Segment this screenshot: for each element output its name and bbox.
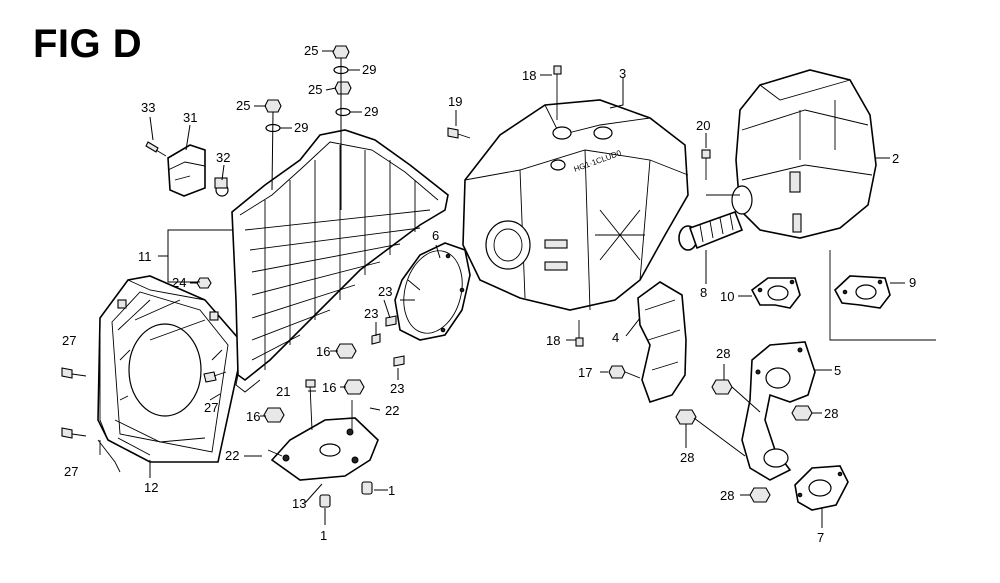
callout-31: 31 bbox=[183, 110, 197, 125]
callout-24: 24 bbox=[172, 275, 186, 290]
callout-23: 23 bbox=[378, 284, 392, 299]
callout-4: 4 bbox=[612, 330, 619, 345]
callout-28: 28 bbox=[716, 346, 730, 361]
callout-27: 27 bbox=[64, 464, 78, 479]
part-7-gasket bbox=[794, 465, 849, 511]
callout-16: 16 bbox=[246, 409, 260, 424]
callout-22: 22 bbox=[385, 403, 399, 418]
callout-29: 29 bbox=[294, 120, 308, 135]
callout-18: 18 bbox=[546, 333, 560, 348]
part-2-fan-cover bbox=[731, 69, 877, 239]
figure-title: FIG D bbox=[33, 22, 143, 66]
callout-12: 12 bbox=[144, 480, 158, 495]
part-6-duct bbox=[394, 242, 471, 341]
callout-22: 22 bbox=[225, 448, 239, 463]
callout-6: 6 bbox=[432, 228, 439, 243]
callout-3: 3 bbox=[619, 66, 626, 81]
part-8-shaft bbox=[678, 210, 744, 251]
callout-29: 29 bbox=[362, 62, 376, 77]
callout-23: 23 bbox=[390, 381, 404, 396]
part-11-inner-panel bbox=[231, 129, 449, 393]
callout-28: 28 bbox=[720, 488, 734, 503]
callout-25: 25 bbox=[308, 82, 322, 97]
part-10-gasket bbox=[750, 277, 801, 309]
callout-5: 5 bbox=[834, 363, 841, 378]
part-9-gasket bbox=[834, 275, 891, 309]
part-4-guard bbox=[637, 281, 687, 403]
callout-8: 8 bbox=[700, 285, 707, 300]
callout-21: 21 bbox=[276, 384, 290, 399]
callout-25: 25 bbox=[236, 98, 250, 113]
callout-28: 28 bbox=[680, 450, 694, 465]
callout-28: 28 bbox=[824, 406, 838, 421]
callout-19: 19 bbox=[448, 94, 462, 109]
callout-17: 17 bbox=[578, 365, 592, 380]
callout-labels: 33 31 32 25 29 25 29 25 29 11 24 27 27 2… bbox=[62, 43, 916, 545]
callout-18: 18 bbox=[522, 68, 536, 83]
callout-27: 27 bbox=[204, 400, 218, 415]
callout-2: 2 bbox=[892, 151, 899, 166]
part-13-base-plate bbox=[270, 417, 379, 508]
callout-13: 13 bbox=[292, 496, 306, 511]
callout-11: 11 bbox=[138, 249, 152, 264]
callout-16: 16 bbox=[316, 344, 330, 359]
callout-27: 27 bbox=[62, 333, 76, 348]
callout-25: 25 bbox=[304, 43, 318, 58]
callout-33: 33 bbox=[141, 100, 155, 115]
leader-lines bbox=[149, 50, 905, 528]
callout-9: 9 bbox=[909, 275, 916, 290]
callout-7: 7 bbox=[817, 530, 824, 545]
callout-1: 1 bbox=[320, 528, 327, 543]
callout-10: 10 bbox=[720, 289, 734, 304]
callout-1: 1 bbox=[388, 483, 395, 498]
part-5-exhaust bbox=[741, 341, 816, 481]
callout-32: 32 bbox=[216, 150, 230, 165]
callout-29: 29 bbox=[364, 104, 378, 119]
group-bracket-line bbox=[829, 250, 936, 341]
callout-16: 16 bbox=[322, 380, 336, 395]
callout-20: 20 bbox=[696, 118, 710, 133]
part-31-bracket bbox=[167, 144, 229, 197]
part-3-housing: HG1·1CLUD0 bbox=[462, 99, 689, 311]
callout-23: 23 bbox=[364, 306, 378, 321]
